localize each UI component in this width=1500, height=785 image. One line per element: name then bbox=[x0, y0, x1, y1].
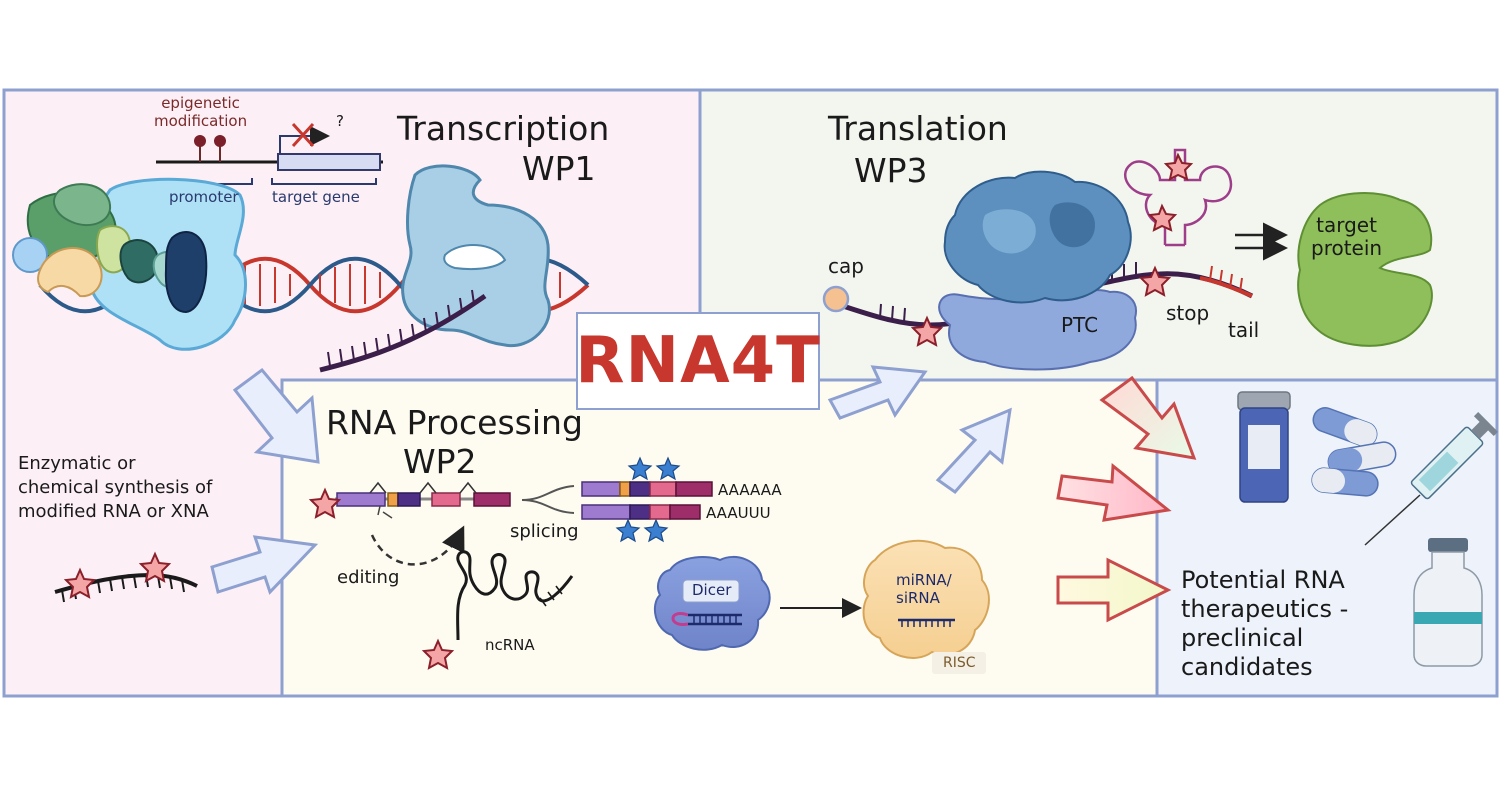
wp3-title: Translation bbox=[828, 109, 1008, 148]
wp1-to-wp2-arrow bbox=[232, 367, 320, 464]
risc-label: RISC bbox=[943, 655, 976, 671]
therapeutics-label: Potential RNA therapeutics - preclinical… bbox=[1181, 566, 1349, 681]
wp3-to-therapeutics-arrow bbox=[1099, 375, 1197, 460]
trna bbox=[1124, 148, 1233, 247]
ncrna-label: ncRNA bbox=[485, 636, 535, 654]
project-title: RNA4T bbox=[575, 324, 821, 398]
wp1-code: WP1 bbox=[522, 149, 596, 188]
stop-label: stop bbox=[1166, 301, 1210, 325]
question-mark-label: ? bbox=[336, 112, 344, 130]
editing-label: editing bbox=[337, 567, 400, 588]
mature-mrna bbox=[581, 456, 713, 543]
polyu-label: AAAUUU bbox=[706, 504, 771, 522]
capsules-icon bbox=[1311, 407, 1397, 497]
wp2-to-therapeutics-arrow-2 bbox=[1056, 557, 1172, 623]
target-protein-blob bbox=[1297, 192, 1433, 347]
splicing-fork bbox=[521, 485, 575, 514]
ptc-label: PTC bbox=[1061, 313, 1099, 337]
promoter-label: promoter bbox=[169, 188, 239, 206]
wp2-title: RNA Processing bbox=[326, 403, 583, 442]
dicer-enzyme bbox=[653, 555, 771, 651]
wp2-to-wp3-arrow-2 bbox=[935, 407, 1012, 495]
target-protein-label: target protein bbox=[1311, 213, 1383, 260]
wp3-code: WP3 bbox=[854, 151, 928, 190]
polya-label: AAAAAA bbox=[718, 481, 782, 499]
risc-complex bbox=[862, 539, 990, 674]
pre-mrna bbox=[308, 481, 511, 519]
mirna-label: miRNA/ siRNA bbox=[896, 571, 952, 607]
dicer-label: Dicer bbox=[692, 581, 732, 599]
syringe-icon bbox=[1364, 412, 1498, 546]
tail-label: tail bbox=[1228, 318, 1260, 342]
translation-arrows bbox=[1235, 222, 1288, 261]
wp1-title: Transcription bbox=[397, 109, 610, 148]
ncrna-hairpins bbox=[421, 550, 574, 670]
synthetic-rna-strand bbox=[54, 551, 198, 603]
vial-icon bbox=[1413, 538, 1483, 667]
rna-polymerase bbox=[319, 164, 551, 373]
wp2-to-therapeutics-arrow-1 bbox=[1056, 463, 1172, 522]
wp2-code: WP2 bbox=[403, 442, 477, 481]
transcription-complex bbox=[12, 177, 247, 351]
ribosome bbox=[910, 170, 1172, 371]
wp2-to-wp3-arrow-1 bbox=[827, 365, 928, 420]
cap-label: cap bbox=[828, 254, 864, 278]
target-gene-label: target gene bbox=[272, 188, 360, 206]
epigenetic-label: epigenetic modification bbox=[154, 94, 248, 130]
editing-arrow bbox=[370, 525, 465, 566]
synthesis-label: Enzymatic or chemical synthesis of modif… bbox=[18, 453, 213, 522]
title-box: RNA4T bbox=[575, 312, 821, 410]
synthesis-to-wp2-arrow bbox=[210, 535, 319, 595]
splicing-label: splicing bbox=[510, 521, 579, 542]
pill-bottle-icon bbox=[1237, 391, 1291, 503]
